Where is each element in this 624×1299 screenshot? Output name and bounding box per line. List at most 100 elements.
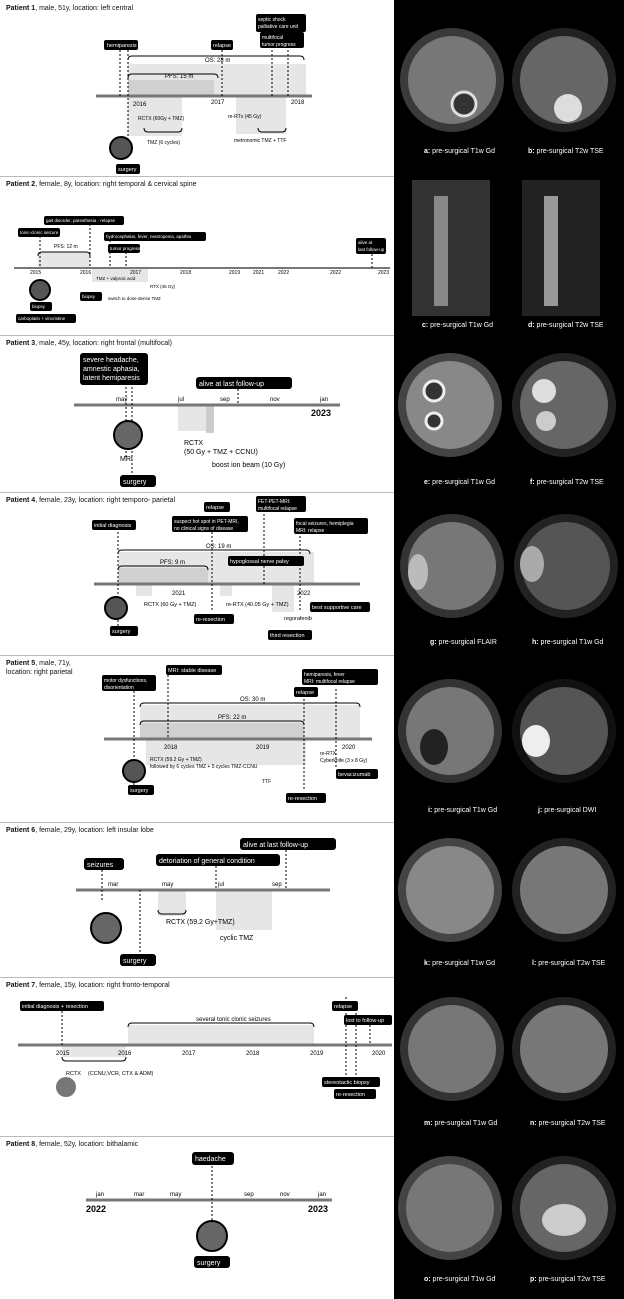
tick-label: 2016 [133,102,147,108]
patient-7-panel: Patient 7, female, 15y, location: right … [0,977,624,1137]
rctx-label: RCTX [66,1071,81,1077]
svg-text:nov: nov [270,397,280,403]
svg-text:hemiparesis, fever: hemiparesis, fever [304,672,345,678]
event-surgery: surgery [120,475,156,487]
caption-j: j: pre-surgical DWI [538,807,597,814]
rtx-label: RTX (45 Gy) [150,284,176,289]
svg-text:septic shock: septic shock [258,17,286,23]
image-panel: e: pre-surgical T1w Gd f: pre-surgical T… [394,335,624,492]
svg-text:sep: sep [272,882,282,888]
event-surgery: surgery [110,626,138,636]
timeline-area: Patient 5, male, 71y, location: right pa… [0,655,392,822]
svg-text:haedache: haedache [195,1156,226,1163]
svg-text:seizures: seizures [87,862,114,869]
patient-1-panel: Patient 1, male, 51y, location: left cen… [0,0,624,177]
svg-text:(50 Gy + TMZ + CCNU): (50 Gy + TMZ + CCNU) [184,449,258,456]
year-label: 2023 [308,1204,328,1214]
svg-text:alive at last follow-up: alive at last follow-up [199,381,264,388]
event-seizures: seizures [84,858,124,870]
image-panel: i: pre-surgical T1w Gd j: pre-surgical D… [394,655,624,822]
timeline-area: Patient 4, female, 23y, location: right … [0,492,392,655]
svg-text:initial diagnosis: initial diagnosis [94,523,132,529]
os-brace [127,55,305,61]
rctx-label: RCTX [184,440,203,447]
mri-thumbnail [56,1077,76,1097]
svg-text:2018: 2018 [246,1051,260,1057]
svg-text:surgery: surgery [123,479,147,486]
patient-header: Patient 8, female, 52y, location: bithal… [6,1141,139,1148]
mri-label: MRI [120,456,133,463]
svg-text:jan: jan [95,1192,104,1198]
ttf-brace [257,127,287,133]
seizures-label: several tonic clonic seizures [196,1017,271,1023]
caption-h: h: pre-surgical T1w Gd [532,639,604,646]
svg-text:Cyberknife (3 x 8 Gy): Cyberknife (3 x 8 Gy) [320,758,368,764]
switch-label: switch to dose-dense TMZ [108,296,161,301]
svg-text:mar: mar [134,1192,144,1198]
event-bsc: best supportive care [310,602,370,612]
rctx-label: RCTX (60 Gy + TMZ) [144,602,196,608]
caption-i: i: pre-surgical T1w Gd [428,807,498,814]
caption-f: f: pre-surgical T2w TSE [530,479,604,486]
patient-header: Patient 2, female, 8y, location: right t… [6,181,197,188]
svg-text:2020: 2020 [372,1051,386,1057]
mri-thumbnail [109,136,133,160]
event-bevacizumab: bevacizumab [336,769,378,779]
caption-m: m: pre-surgical T1w Gd [424,1120,498,1127]
svg-text:MRI: stable disease: MRI: stable disease [168,668,216,674]
svg-text:relapse: relapse [206,505,224,511]
svg-text:2019: 2019 [310,1051,324,1057]
pfs-label: PFS: 9 m [160,560,185,566]
svg-text:jan: jan [319,397,328,403]
timeline-svg: OS: 30 m PFS: 22 m 2018 2019 2020 MRI: s… [102,665,378,803]
svg-text:2019: 2019 [256,745,270,751]
caption-p: p: pre-surgical T2w TSE [530,1276,606,1283]
mri-thumbnail [90,912,122,944]
svg-text:2022: 2022 [297,591,311,597]
svg-text:jul: jul [217,882,224,888]
caption-g: g: pre-surgical FLAIR [430,639,497,646]
svg-text:relapse: relapse [213,43,231,49]
event-stereotactic: stereotactic biopsy [322,1077,380,1087]
timeline-svg: mar may jul sep alive at last follow-up … [76,838,336,966]
svg-text:2020: 2020 [342,745,356,751]
svg-text:2017: 2017 [130,270,141,276]
tmz-band [128,96,182,136]
patient-header: Patient 6, female, 29y, location: left i… [6,827,154,834]
svg-text:re-RTX: re-RTX [320,751,337,757]
image-panel: c: pre-surgical T1w Gd d: pre-surgical T… [394,176,624,335]
svg-text:third resection: third resection [270,633,305,639]
svg-text:sep: sep [244,1192,254,1198]
caption-k: k: pre-surgical T1w Gd [424,960,496,967]
event-haedache: haedache [192,1152,234,1165]
svg-text:no clinical signs of disease: no clinical signs of disease [174,526,233,532]
pfs-band [128,80,214,96]
event-gait: gait disorder, paresthesia - relapse [44,216,124,225]
patient-8-panel: Patient 8, female, 52y, location: bithal… [0,1136,624,1299]
os-label: OS: 19 m [206,544,231,550]
event-reresection: re-resection [334,1089,376,1099]
event-reresection: re-resection [286,793,326,803]
patient-4-panel: Patient 4, female, 23y, location: right … [0,492,624,656]
svg-text:relapse: relapse [296,690,314,696]
svg-text:2017: 2017 [182,1051,196,1057]
svg-text:2023: 2023 [378,270,389,276]
image-panel: o: pre-surgical T1w Gd p: pre-surgical T… [394,1136,624,1299]
svg-text:2019: 2019 [229,270,240,276]
patient-header: Patient 4, female, 23y, location: right … [6,497,176,504]
rertx-label: re-RTX (40.05 Gy + TMZ) [226,602,289,608]
mri-thumbnail [104,596,128,620]
image-panel: a: pre-surgical T1w Gd b: pre-surgical T… [394,0,624,176]
patient-header: Patient 5, male, 71y, location: right pa… [6,660,73,676]
svg-text:gait disorder, paresthesia - r: gait disorder, paresthesia - relapse [46,218,116,223]
timeline-svg: jan mar may sep nov jan 2022 2023 haedac… [86,1152,332,1268]
event-biopsy-2: biopsy [80,292,102,301]
svg-text:tonic-clonic seizure: tonic-clonic seizure [20,230,59,235]
svg-text:2022: 2022 [330,270,341,276]
svg-text:MRI: multifocal relapse: MRI: multifocal relapse [304,679,355,685]
svg-text:alive at last follow-up: alive at last follow-up [243,842,308,849]
patient-header: Patient 3, male, 45y, location: right fr… [6,340,173,347]
svg-text:stereotactic biopsy: stereotactic biopsy [324,1080,370,1086]
